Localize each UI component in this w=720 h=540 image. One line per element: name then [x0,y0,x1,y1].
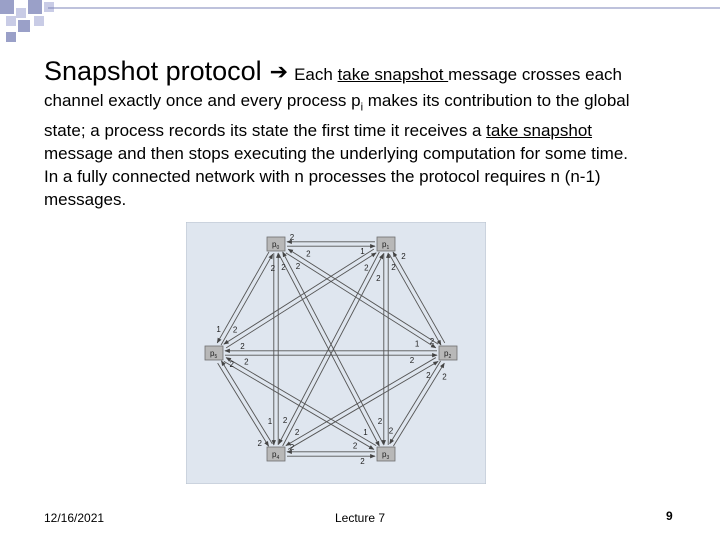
nodes-group: p0 p1 p2 p3 p4 p5 [204,236,458,462]
node-label: p1 [382,240,389,251]
edge-label: 2 [271,264,276,273]
edge-label: 1 [216,325,221,334]
line2-sub: i [360,101,364,114]
edge-label: 2 [410,356,415,365]
edge-p5-p0 [220,253,274,346]
edge-label: 2 [430,337,435,346]
edge-p3-p0 [282,251,384,445]
lead-underlined: take snapshot [337,65,449,84]
body-line-3: state; a process records its state the f… [44,119,694,142]
node-label: p4 [272,450,279,461]
edge-label: 1 [268,417,273,426]
edge-label: 2 [290,233,295,242]
edge-label: 2 [306,250,311,259]
process-node-p1: p1 [376,236,396,252]
edge-p2-p4 [285,357,437,447]
edge-label: 2 [401,252,406,261]
edge-label: 1 [360,247,365,256]
edge-label: 2 [360,457,365,466]
body-line-4: message and then stops executing the und… [44,144,629,164]
edge-label: 2 [283,416,288,425]
edge-label: 1 [363,428,368,437]
edge-p0-p2 [285,252,437,349]
edges-group [216,239,446,459]
node-label: p5 [210,349,217,360]
process-node-p4: p4 [266,446,286,462]
edge-p2-p0 [287,248,439,345]
slide-title: Snapshot protocol [44,56,262,86]
body-line-2: channel exactly once and every process p… [44,89,694,119]
edge-label: 2 [378,417,383,426]
node-label: p0 [272,240,279,251]
edge-label: 2 [290,443,295,452]
edge-p3-p2 [393,362,445,447]
edge-p5-p1 [225,252,377,349]
edge-p0-p3 [278,253,380,447]
node-label: p2 [444,349,451,360]
edge-p3-p5 [225,357,377,447]
right-arrow-icon: ➔ [269,59,289,84]
edge-label: 2 [229,360,234,369]
edge-label: 2 [442,372,447,381]
edge-p5-p4 [217,362,269,447]
edge-label: 2 [391,263,396,272]
edge-label: 2 [389,427,394,436]
lead-pre: Each [294,65,338,84]
page-number: 9 [666,509,673,523]
process-node-p3: p3 [376,446,396,462]
edge-label: 2 [258,439,263,448]
process-node-p5: p5 [204,345,224,361]
body-line-5: In a fully connected network with n proc… [44,167,601,187]
line2-post: makes its contribution to the global [363,91,630,110]
line2-pre: channel exactly once and every process p [44,91,361,110]
edge-label: 2 [240,342,245,351]
edge-label: 2 [281,263,286,272]
edge-p2-p1 [392,251,446,344]
body-line-6: messages. [44,190,127,210]
edge-p4-p1 [282,253,384,447]
edge-label: 2 [244,357,249,366]
line3-underlined: take snapshot [486,121,593,141]
edge-p4-p2 [287,360,439,450]
process-node-p0: p0 [266,236,286,252]
edge-p1-p2 [388,253,442,346]
lead-post: message crosses each [448,65,623,84]
edge-label: 2 [353,442,358,451]
edge-p2-p3 [389,360,441,445]
line3-pre: state; a process records its state the f… [44,121,487,141]
edge-label: 2 [233,326,238,335]
footer-date: 12/16/2021 [44,511,105,525]
title-line: Snapshot protocol ➔ Each take snapshot mes… [44,56,704,87]
header-decoration [0,0,720,42]
edge-label: 2 [296,262,301,271]
slide-body: channel exactly once and every process p… [44,89,694,211]
edge-p5-p3 [223,360,375,450]
edge-label: 2 [376,274,381,283]
footer-lecture: Lecture 7 [335,511,386,525]
edge-p1-p5 [223,248,375,345]
edge-p0-p5 [216,251,270,344]
process-node-p2: p2 [438,345,458,361]
edge-p1-p4 [278,251,380,445]
edge-p4-p5 [221,360,273,445]
edge-label: 2 [364,263,369,272]
node-label: p3 [382,450,389,461]
edge-label: 1 [415,339,420,348]
edge-label: 2 [426,371,431,380]
edge-label: 2 [295,428,300,437]
